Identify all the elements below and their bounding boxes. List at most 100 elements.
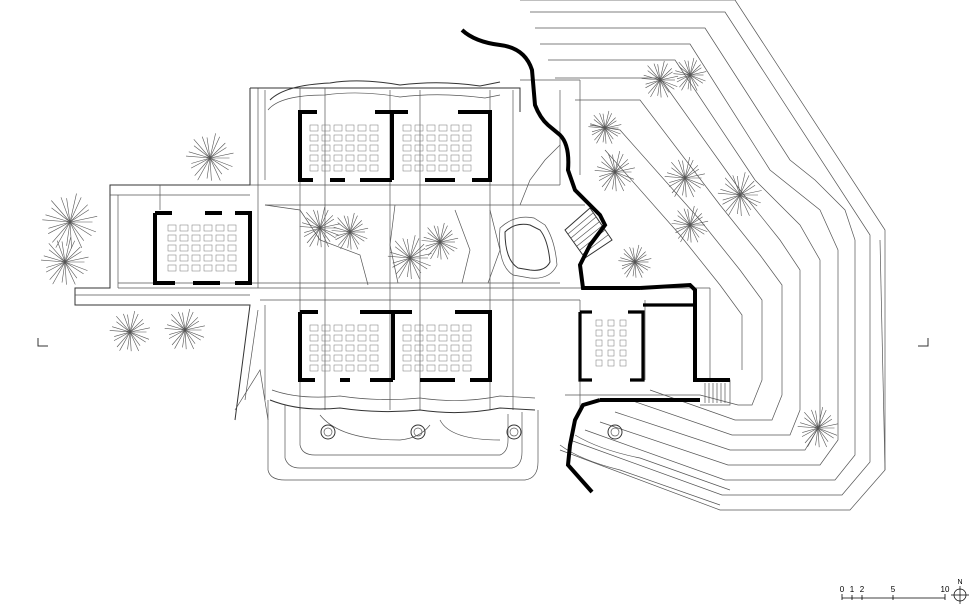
section-marker-east — [918, 338, 929, 347]
desk — [426, 134, 436, 142]
desk — [345, 324, 355, 332]
desk — [450, 364, 460, 372]
desk — [357, 154, 367, 162]
classroom-north-2 — [390, 110, 492, 182]
desk — [595, 359, 603, 367]
desk — [438, 134, 448, 142]
tree-icon — [641, 60, 679, 98]
desk — [357, 334, 367, 342]
scale-label-5: 5 — [891, 585, 896, 594]
retaining-walls — [460, 28, 730, 494]
desk — [333, 324, 343, 332]
desk — [345, 364, 355, 372]
desk — [333, 134, 343, 142]
scale-label-1: 1 — [850, 585, 855, 594]
desk — [179, 224, 189, 232]
desk — [345, 124, 355, 132]
desk — [619, 319, 627, 327]
desk — [369, 334, 379, 342]
desk — [462, 324, 472, 332]
desk — [619, 339, 627, 347]
desk — [345, 354, 355, 362]
desk — [357, 124, 367, 132]
desk — [369, 354, 379, 362]
desk — [357, 134, 367, 142]
desk — [345, 344, 355, 352]
desk — [402, 364, 412, 372]
desk — [402, 134, 412, 142]
desk — [462, 164, 472, 172]
scale-label-10: 10 — [941, 585, 950, 594]
desk — [438, 154, 448, 162]
desk — [227, 254, 237, 262]
desk — [309, 124, 319, 132]
desk — [321, 364, 331, 372]
tree-icon — [387, 235, 432, 280]
desk — [402, 164, 412, 172]
tree-icon — [164, 309, 205, 350]
desk — [215, 234, 225, 242]
scale-label-0: 0 — [840, 585, 845, 594]
stair-south — [704, 383, 726, 403]
desk — [309, 144, 319, 152]
desk — [191, 234, 201, 242]
desk — [357, 144, 367, 152]
desk — [357, 164, 367, 172]
desk — [450, 354, 460, 362]
desk — [438, 164, 448, 172]
desk — [369, 324, 379, 332]
desk — [191, 224, 201, 232]
desk — [438, 354, 448, 362]
desk — [619, 349, 627, 357]
desk — [333, 354, 343, 362]
tree-icon — [588, 110, 622, 144]
desk — [595, 339, 603, 347]
section-marker-west — [37, 338, 48, 347]
tree-icon — [664, 157, 705, 198]
desk — [426, 124, 436, 132]
south-landscape — [267, 400, 731, 506]
desk — [345, 164, 355, 172]
desk — [203, 234, 213, 242]
desk — [462, 124, 472, 132]
desk — [595, 319, 603, 327]
scale-bar: 0 1 2 5 10 — [840, 585, 950, 600]
desk — [179, 264, 189, 272]
desk — [414, 324, 424, 332]
desk — [369, 164, 379, 172]
desk — [438, 124, 448, 132]
desk — [321, 134, 331, 142]
desk — [607, 339, 615, 347]
tree-icon — [618, 244, 652, 278]
desk — [619, 329, 627, 337]
desk — [438, 144, 448, 152]
desk — [321, 124, 331, 132]
desk — [333, 154, 343, 162]
desk — [321, 354, 331, 362]
desk — [227, 234, 237, 242]
tree-icon — [42, 193, 98, 249]
tree-icon — [109, 311, 150, 352]
desk — [414, 364, 424, 372]
desk — [402, 154, 412, 162]
scale-label-2: 2 — [860, 585, 865, 594]
desk — [426, 344, 436, 352]
desk — [309, 364, 319, 372]
desk — [357, 354, 367, 362]
desk — [369, 124, 379, 132]
desk — [179, 244, 189, 252]
desk — [345, 134, 355, 142]
tree-icon — [717, 172, 762, 217]
desk — [462, 144, 472, 152]
desk — [333, 344, 343, 352]
desk — [333, 334, 343, 342]
desk — [607, 329, 615, 337]
desk — [215, 264, 225, 272]
desk — [309, 324, 319, 332]
desk — [321, 344, 331, 352]
desk — [462, 154, 472, 162]
desk — [179, 254, 189, 262]
desk — [227, 264, 237, 272]
desk — [191, 254, 201, 262]
desk — [167, 234, 177, 242]
